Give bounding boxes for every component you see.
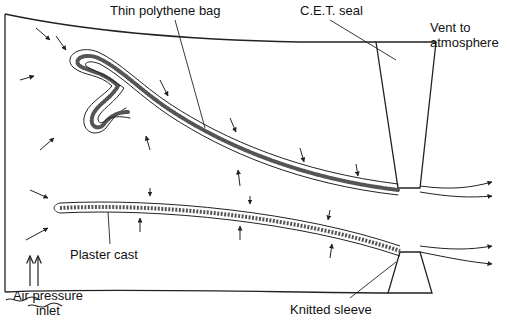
arm-cast-upper [70, 50, 398, 195]
part-label: Plaster cast [70, 247, 180, 262]
part-label: Vent to atmosphere [430, 20, 506, 50]
pressure-chamber [5, 14, 388, 293]
vent-lines [420, 182, 492, 264]
part-label: Air pressure inlet [2, 288, 94, 318]
pressure-arrows [20, 28, 358, 258]
cet-seal [376, 42, 436, 293]
part-label: C.E.T. seal [300, 3, 400, 18]
leader-lines [108, 20, 396, 298]
part-label: Knitted sleeve [290, 302, 420, 317]
part-label: Thin polythene bag [110, 3, 280, 18]
